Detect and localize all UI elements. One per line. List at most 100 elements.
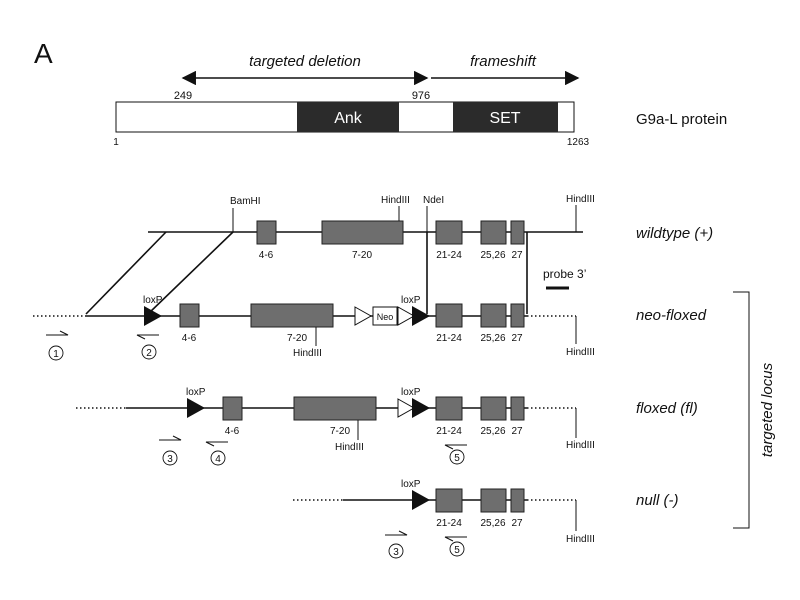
primer-1-number: 1 xyxy=(53,349,59,360)
null-exon-25-26 xyxy=(480,488,507,513)
fl-hindiii-2-label: HindIII xyxy=(566,440,595,451)
null-primer-5-arrow xyxy=(444,536,467,542)
neo-exon-4-6-label: 4-6 xyxy=(182,333,197,344)
wt-exon-4-6-label: 4-6 xyxy=(259,250,274,261)
null-exon-27 xyxy=(510,488,525,513)
null-loxp xyxy=(412,490,430,510)
fl-primer-3-arrow xyxy=(159,435,182,441)
neo-loxp-2-label: loxP xyxy=(401,295,421,306)
wt-exon-25-26-label: 25,26 xyxy=(480,250,505,261)
pos-1263: 1263 xyxy=(567,137,590,148)
panel-label: A xyxy=(34,38,53,69)
wt-exon-21-24-label: 21-24 xyxy=(436,250,462,261)
wt-hindiii-2-label: HindIII xyxy=(566,194,595,205)
fl-exon-25-26 xyxy=(480,396,507,421)
neo-hindiii-label: HindIII xyxy=(293,348,322,359)
pos-249: 249 xyxy=(174,90,192,102)
allele-floxed-label: floxed (fl) xyxy=(636,400,698,417)
fl-exon-7-20 xyxy=(293,396,377,421)
wt-hindiii-1-label: HindIII xyxy=(381,195,410,206)
primer-2-number: 2 xyxy=(146,348,152,359)
wt-exon-27-label: 27 xyxy=(511,250,523,261)
fl-primer-5-arrow xyxy=(444,444,467,450)
null-primer-3-circle xyxy=(388,543,404,559)
neo-cassette xyxy=(372,306,398,326)
fl-primer-4-circle xyxy=(210,450,226,466)
pos-1: 1 xyxy=(113,137,119,148)
neo-loxp-1-label: loxP xyxy=(143,295,163,306)
neo-exon-4-6 xyxy=(179,303,200,328)
fl-primer-3-circle xyxy=(162,450,178,466)
fl-primer-3-number: 3 xyxy=(167,454,173,465)
fl-loxp-2-label: loxP xyxy=(401,387,421,398)
wt-exon-7-20-label: 7-20 xyxy=(352,250,372,261)
ank-domain xyxy=(297,102,399,132)
fl-frt xyxy=(397,398,416,418)
pos-976: 976 xyxy=(412,90,430,102)
frameshift-label: frameshift xyxy=(470,53,537,70)
primer-2-circle xyxy=(141,344,157,360)
fl-loxp-1 xyxy=(187,398,205,418)
fl-primer-5-circle xyxy=(449,449,465,465)
fl-exon-27 xyxy=(510,396,525,421)
neo-exon-7-20 xyxy=(250,303,334,328)
neo-exon-21-24-label: 21-24 xyxy=(436,333,462,344)
wt-exon-21-24 xyxy=(435,220,463,245)
wt-bamhi-label: BamHI xyxy=(230,196,261,207)
primer-1-circle xyxy=(48,345,64,361)
targeted-locus-bracket xyxy=(733,291,750,529)
neo-frt-1 xyxy=(354,306,373,326)
null-exon-21-24 xyxy=(435,488,463,513)
wt-exon-25-26 xyxy=(480,220,507,245)
homology-arm-left xyxy=(85,231,167,315)
fl-exon-21-24 xyxy=(435,396,463,421)
null-primer-3-arrow xyxy=(385,530,408,536)
neo-frt-2 xyxy=(397,306,416,326)
neo-exon-25-26-label: 25,26 xyxy=(480,333,505,344)
wt-exon-27 xyxy=(510,220,525,245)
null-primer-3-number: 3 xyxy=(393,547,399,558)
fl-loxp-1-label: loxP xyxy=(186,387,206,398)
fl-exon-21-24-label: 21-24 xyxy=(436,426,462,437)
neo-exon-25-26 xyxy=(480,303,507,328)
neo-hindiii-2-label: HindIII xyxy=(566,347,595,358)
null-exon-25-26-label: 25,26 xyxy=(480,518,505,529)
null-primer-5-number: 5 xyxy=(454,545,460,556)
homology-arm-right xyxy=(147,231,234,315)
neo-loxp-2 xyxy=(412,306,430,326)
null-exon-21-24-label: 21-24 xyxy=(436,518,462,529)
fl-primer-4-arrow xyxy=(205,441,228,447)
wt-exon-7-20 xyxy=(321,220,404,245)
fl-exon-27-label: 27 xyxy=(511,426,523,437)
fl-primer-5-number: 5 xyxy=(454,453,460,464)
set-domain xyxy=(453,102,558,132)
null-loxp-label: loxP xyxy=(401,479,421,490)
targeted-locus-label: targeted locus xyxy=(759,362,776,457)
neo-exon-7-20-label: 7-20 xyxy=(287,333,307,344)
allele-null-label: null (-) xyxy=(636,492,679,509)
neo-loxp-1 xyxy=(144,306,162,326)
fl-exon-4-6-label: 4-6 xyxy=(225,426,240,437)
fl-exon-4-6 xyxy=(222,396,243,421)
wt-ndei-label: NdeI xyxy=(423,195,444,206)
allele-neo-floxed-label: neo-floxed xyxy=(636,307,707,324)
null-hindiii-label: HindIII xyxy=(566,534,595,545)
null-exon-27-label: 27 xyxy=(511,518,523,529)
fl-hindiii-label: HindIII xyxy=(335,442,364,453)
primer-2-arrow xyxy=(136,334,159,340)
fl-primer-4-number: 4 xyxy=(215,454,221,465)
set-label: SET xyxy=(489,110,520,127)
probe-label: probe 3’ xyxy=(543,267,586,281)
allele-wildtype-label: wildtype (+) xyxy=(636,225,713,242)
neo-exon-27 xyxy=(510,303,525,328)
neo-exon-21-24 xyxy=(435,303,463,328)
ank-label: Ank xyxy=(334,110,363,127)
deletion-label: targeted deletion xyxy=(249,53,361,70)
primer-1-arrow xyxy=(46,330,69,336)
fl-loxp-2 xyxy=(412,398,430,418)
fl-exon-25-26-label: 25,26 xyxy=(480,426,505,437)
neo-cassette-label: Neo xyxy=(377,312,394,322)
wt-exon-4-6 xyxy=(256,220,277,245)
neo-exon-27-label: 27 xyxy=(511,333,523,344)
